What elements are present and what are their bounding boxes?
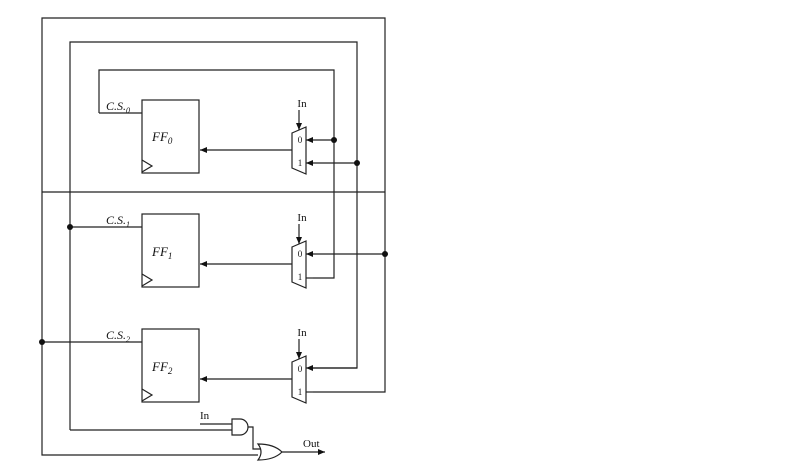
and-input-label: In [200, 410, 210, 422]
mux-2: 0 1 In [291, 327, 307, 404]
junction-dot [382, 251, 388, 257]
mux-1: 0 1 In [291, 212, 307, 289]
svg-text:0: 0 [298, 249, 303, 259]
or-gate [256, 443, 283, 461]
svg-text:1: 1 [298, 272, 303, 282]
and-gate [231, 418, 249, 436]
flipflop-1: FF1 [141, 213, 200, 288]
left-bus-wire [41, 192, 258, 456]
svg-text:0: 0 [298, 135, 303, 145]
mux-0: 0 1 In [291, 98, 307, 175]
flipflop-0: FF0 [141, 99, 200, 174]
outer-loop-wire [41, 17, 386, 393]
svg-text:FF1: FF1 [151, 244, 172, 261]
flipflop-2: FF2 [141, 328, 200, 403]
svg-text:FF2: FF2 [151, 359, 173, 376]
svg-text:1: 1 [298, 158, 303, 168]
junction-dot [67, 224, 73, 230]
mux0-select-label: In [297, 98, 307, 110]
svg-text:FF0: FF0 [151, 129, 173, 146]
mux1-select-label: In [297, 212, 307, 224]
cs2-label: C.S.2 [106, 328, 130, 344]
loop-3-wire [98, 69, 335, 279]
and-out-wire [248, 426, 262, 450]
svg-text:1: 1 [298, 387, 303, 397]
svg-text:0: 0 [298, 364, 303, 374]
mux2-select-label: In [297, 327, 307, 339]
output-label: Out [303, 438, 320, 450]
cs1-label: C.S.1 [106, 213, 130, 229]
junction-dot [39, 339, 45, 345]
cs0-label: C.S.0 [106, 99, 130, 115]
junction-dot [354, 160, 360, 166]
junction-dot [331, 137, 337, 143]
